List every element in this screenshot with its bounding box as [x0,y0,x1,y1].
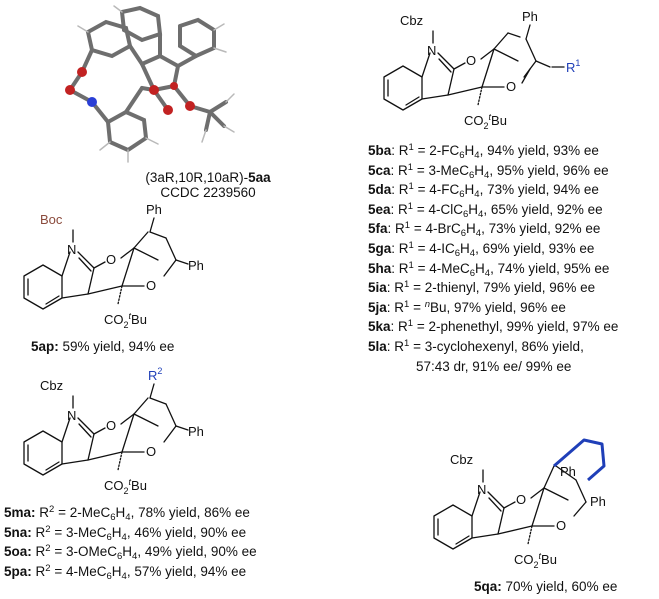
structure-5qa: N Cbz O O Ph Ph CO2tBu [433,438,606,570]
list-item: 5ca: R1 = 3-MeC6H4, 95% yield, 96% ee [368,161,609,181]
ph-label: Ph [146,202,162,217]
caption-5qa: 5qa: 70% yield, 60% ee [474,579,618,594]
list-item: 5na: R2 = 3-MeC6H4, 46% yield, 90% ee [4,523,247,543]
tbu-text: Bu [491,113,507,128]
o-label: O [506,79,516,94]
co2tbu-label: CO2tBu [104,311,147,330]
o-label: O [146,278,156,293]
o-label: O [556,518,566,533]
co2-text: CO [464,113,484,128]
structure-5ap: N Boc O O Ph Ph CO2tBu [23,202,204,330]
o-label: O [146,444,156,459]
r1-letter: R [566,60,575,75]
structure-5ba-series: N Cbz O O Ph R1 CO2tBu [383,9,580,131]
r2-label: R2 [148,366,162,383]
n-label: N [477,482,486,497]
crystal-structure-image [65,5,235,163]
crystal-compound: 5aa [248,170,271,185]
caption-5ap: 5ap: 59% yield, 94% ee [31,339,175,354]
co2tbu-label: CO2tBu [104,477,147,496]
cbz-label: Cbz [40,378,63,393]
list-item: 5ia: R1 = 2-thienyl, 79% yield, 96% ee [368,279,596,296]
list-item: 5oa: R2 = 3-OMeC6H4, 49% yield, 90% ee [4,543,257,563]
list-item: 5da: R1 = 4-FC6H4, 73% yield, 94% ee [368,181,599,201]
cbz-label: Cbz [400,13,423,28]
ph-label: Ph [188,258,204,273]
n-label: N [67,242,76,257]
boc-label: Boc [40,212,63,227]
ph-label: Ph [522,9,538,24]
list-item: 5la: R1 = 3-cyclohexenyl, 86% yield, [368,337,584,354]
list-item: 5ga: R1 = 4-IC6H4, 69% yield, 93% ee [368,239,595,259]
crystal-config: (3aR,10R,10aR)- [145,170,249,185]
list-item: 5ja: R1 = nBu, 97% yield, 96% ee [368,298,566,315]
crystal-caption: (3aR,10R,10aR)-5aa CCDC 2239560 [128,170,288,200]
r1-label: R1 [566,58,580,75]
ph-label: Ph [188,424,204,439]
ma-series-list: 5ma: R2 = 2-MeC6H4, 78% yield, 86% ee 5n… [4,504,324,582]
list-item: 5ba: R1 = 2-FC6H4, 94% yield, 93% ee [368,142,599,161]
n-label: N [67,408,76,423]
list-item: 5fa: R1 = 4-BrC6H4, 73% yield, 92% ee [368,220,601,240]
list-item: 5pa: R2 = 4-MeC6H4, 57% yield, 94% ee [4,562,247,582]
o-label: O [106,418,116,433]
cbz-label: Cbz [450,452,473,467]
n-label: N [427,43,436,58]
o-label: O [466,53,476,68]
crystal-ccdc: CCDC 2239560 [160,185,256,200]
list-item: 5ea: R1 = 4-ClC6H4, 65% yield, 92% ee [368,200,603,220]
o-label: O [106,252,116,267]
list-item: 5ma: R2 = 2-MeC6H4, 78% yield, 86% ee [4,504,250,523]
ph-label: Ph [590,494,606,509]
ph-label: Ph [560,464,576,479]
list-item: 5ka: R1 = 2-phenethyl, 99% yield, 97% ee [368,318,619,335]
list-item: 5ha: R1 = 4-MeC6H4, 74% yield, 95% ee [368,259,610,279]
ba-series-list: 5ba: R1 = 2-FC6H4, 94% yield, 93% ee 5ca… [368,142,656,377]
co2tbu-label: CO2tBu [514,551,557,570]
structure-5ma-series: N Cbz O O R2 Ph CO2tBu [23,366,204,496]
list-item: 57:43 dr, 91% ee/ 99% ee [416,358,572,374]
co2tbu-label: CO2tBu [464,112,507,131]
o-label: O [516,492,526,507]
